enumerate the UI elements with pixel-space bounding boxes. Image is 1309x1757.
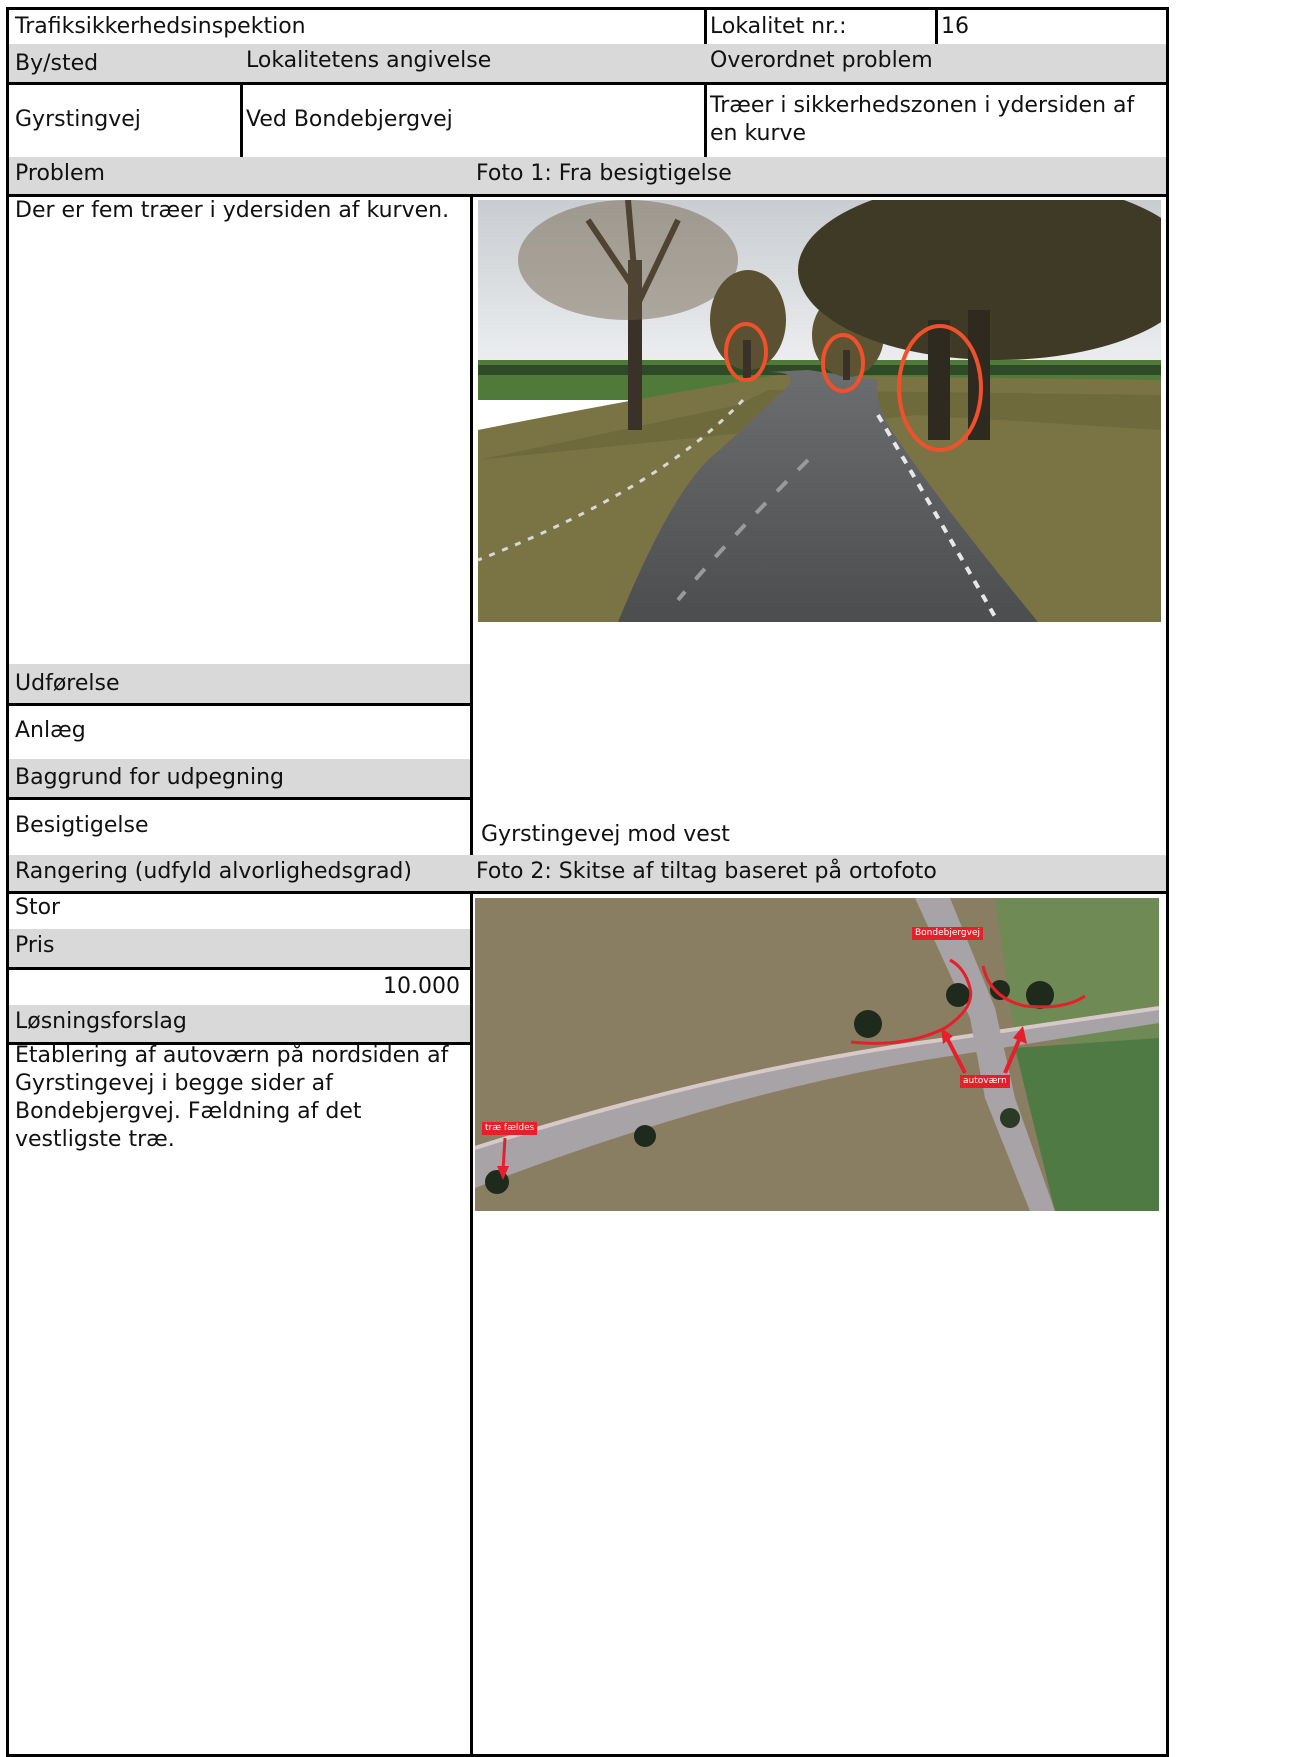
road-photo	[478, 200, 1161, 622]
pris-value: 10.000	[6, 967, 473, 1008]
overordnet-problem-label: Overordnet problem	[704, 44, 1169, 85]
problem-text: Der er fem træer i ydersiden af kurven.	[6, 194, 473, 667]
foto1-caption: Gyrstingevej mod vest	[481, 822, 730, 847]
angivelse-value: Ved Bondebjergvej	[240, 82, 707, 160]
rangering-label: Rangering (udfyld alvorlighedsgrad)	[6, 855, 473, 894]
pris-label: Pris	[6, 929, 473, 970]
baggrund-value: Besigtigelse	[6, 797, 473, 858]
by-sted-value: Gyrstingvej	[6, 82, 243, 160]
udforelse-label: Udførelse	[6, 664, 473, 706]
foto1-label: Foto 1: Fra besigtigelse	[470, 157, 1169, 197]
rangering-value: Stor	[6, 891, 473, 932]
losning-text: Etablering af autoværn på nordsiden af G…	[6, 1042, 473, 1757]
label-bondebjergvej: Bondebjergvej	[912, 927, 984, 940]
foto2-label: Foto 2: Skitse af tiltag baseret på orto…	[470, 855, 1169, 894]
by-sted-label: By/sted	[6, 44, 243, 85]
baggrund-label: Baggrund for udpegning	[6, 759, 473, 800]
label-autovaern: autoværn	[960, 1075, 1010, 1088]
problem-label: Problem	[6, 157, 473, 197]
label-trae-faeldes: træ fældes	[482, 1122, 538, 1135]
report-title: Trafiksikkerhedsinspektion	[6, 7, 707, 47]
losning-label: Løsningsforslag	[6, 1005, 473, 1045]
orthophoto-sketch	[475, 898, 1159, 1211]
overordnet-problem-value: Træer i sikkerhedszonen i ydersiden af e…	[704, 82, 1169, 160]
udforelse-value: Anlæg	[6, 703, 473, 762]
lokalitet-label: Lokalitet nr.:	[704, 7, 938, 47]
lokalitet-value: 16	[935, 7, 1169, 47]
angivelse-label: Lokalitetens angivelse	[240, 44, 707, 85]
